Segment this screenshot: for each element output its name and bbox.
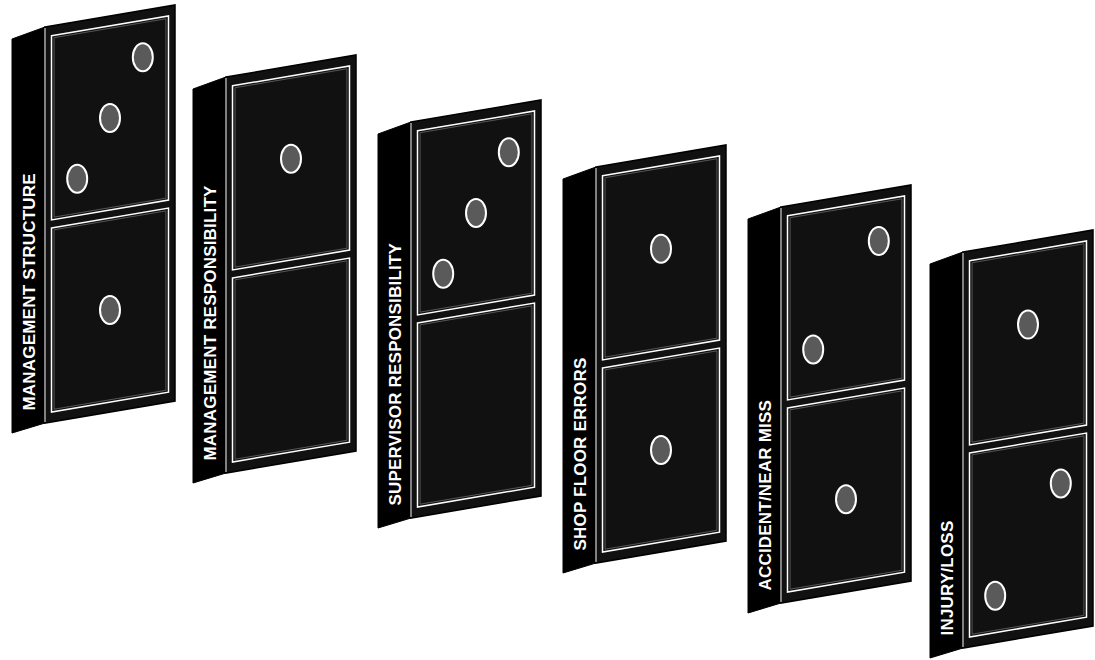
domino-front xyxy=(411,100,541,518)
domino-block: ACCIDENT/NEAR MISS xyxy=(748,185,911,605)
domino-panel xyxy=(418,111,535,315)
domino-label: MANAGEMENT STRUCTURE xyxy=(12,50,45,420)
domino-panel-inner xyxy=(235,261,347,459)
domino-panel-inner xyxy=(420,306,532,504)
domino-panel xyxy=(788,388,905,592)
domino-pip xyxy=(651,436,671,464)
domino-label: SHOP FLOOR ERRORS xyxy=(563,190,596,560)
domino-front xyxy=(781,185,911,603)
domino-pip xyxy=(836,485,856,513)
domino-panel-inner xyxy=(790,391,902,589)
domino-pip xyxy=(651,235,671,263)
domino-panel xyxy=(970,433,1087,637)
domino-edge xyxy=(781,208,782,602)
domino-pip xyxy=(433,260,453,288)
domino-panel xyxy=(970,241,1087,445)
domino-pip xyxy=(133,43,153,71)
domino-pip xyxy=(100,104,120,132)
domino-panel-inner xyxy=(972,244,1084,442)
domino-block: SHOP FLOOR ERRORS xyxy=(563,145,726,565)
domino-front xyxy=(45,5,175,423)
domino-edge xyxy=(963,253,964,647)
domino-pip xyxy=(67,165,87,193)
domino-side xyxy=(378,122,411,528)
domino-edge xyxy=(45,28,46,422)
domino-panel-inner xyxy=(790,199,902,397)
domino-pip xyxy=(499,138,519,166)
domino-block: MANAGEMENT RESPONSIBILITY xyxy=(193,55,356,475)
domino-block: MANAGEMENT STRUCTURE xyxy=(12,5,175,425)
domino-label: SUPERVISOR RESPONSIBILITY xyxy=(378,145,411,515)
domino-pip xyxy=(985,582,1005,610)
domino-panel-inner xyxy=(605,159,717,357)
domino-front xyxy=(963,230,1093,648)
domino-front xyxy=(596,145,726,563)
domino-pip xyxy=(466,199,486,227)
domino-edge xyxy=(411,123,412,517)
domino-panel-inner xyxy=(54,211,166,409)
domino-side xyxy=(193,77,226,483)
domino-block: SUPERVISOR RESPONSIBILITY xyxy=(378,100,541,520)
domino-front xyxy=(226,55,356,473)
domino-panel xyxy=(603,156,720,360)
domino-edge xyxy=(596,168,597,562)
domino-pip xyxy=(1018,311,1038,339)
domino-panel-inner xyxy=(605,351,717,549)
domino-panel xyxy=(418,303,535,507)
domino-block: INJURY/LOSS xyxy=(930,230,1093,650)
domino-pip xyxy=(1051,470,1071,498)
domino-pip xyxy=(100,296,120,324)
domino-panel-inner xyxy=(54,19,166,217)
domino-label: INJURY/LOSS xyxy=(930,275,963,645)
domino-side xyxy=(930,252,963,658)
domino-edge xyxy=(226,78,227,472)
domino-panel-inner xyxy=(420,114,532,312)
domino-pip xyxy=(803,336,823,364)
domino-pip xyxy=(281,145,301,173)
domino-panel xyxy=(233,258,350,462)
domino-panel-inner xyxy=(972,436,1084,634)
domino-panel xyxy=(52,208,169,412)
domino-side xyxy=(563,167,596,573)
domino-panel xyxy=(603,348,720,552)
domino-label: MANAGEMENT RESPONSIBILITY xyxy=(193,100,226,470)
domino-side xyxy=(748,207,781,613)
domino-panel xyxy=(233,66,350,270)
domino-panel xyxy=(788,196,905,400)
domino-pip xyxy=(869,227,889,255)
domino-label: ACCIDENT/NEAR MISS xyxy=(748,230,781,600)
domino-panel-inner xyxy=(235,69,347,267)
domino-panel xyxy=(52,16,169,220)
domino-side xyxy=(12,27,45,433)
